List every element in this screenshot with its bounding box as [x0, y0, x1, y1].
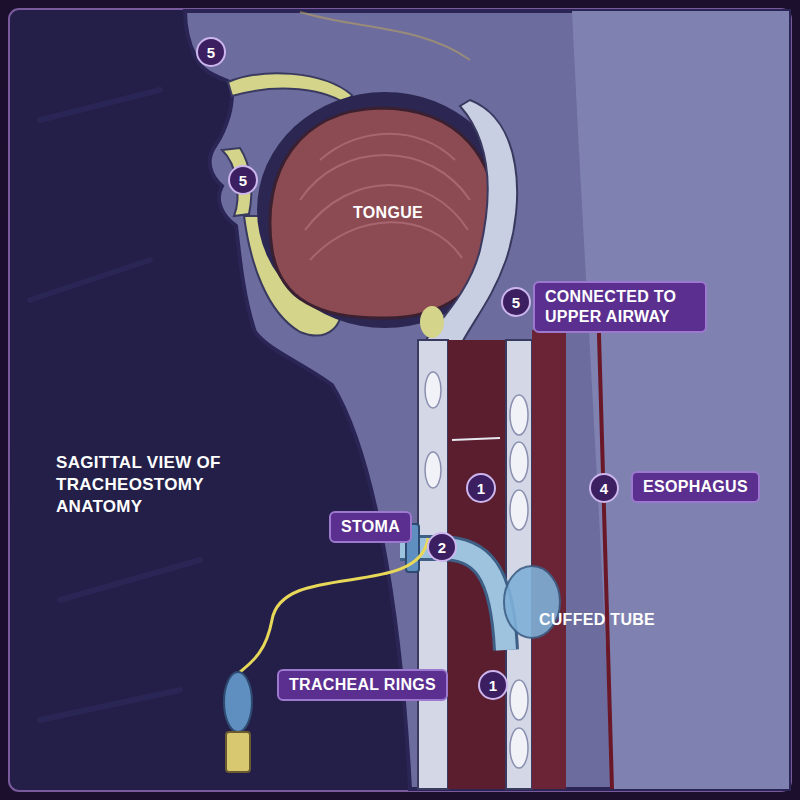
tracheal-ring	[510, 442, 528, 482]
tracheal-ring	[510, 395, 528, 435]
striation	[300, 155, 470, 200]
pilot-balloon	[224, 672, 252, 732]
posterior-neck	[572, 11, 789, 789]
label-box: TRACHEAL RINGS	[277, 669, 448, 701]
diagram-title: SAGITTAL VIEW OF TRACHEOSTOMY ANATOMY	[56, 452, 246, 518]
callout-number: 5	[207, 44, 215, 61]
pilot-line	[240, 538, 428, 672]
callout-number: 1	[489, 677, 497, 694]
label-box: ESOPHAGUS	[631, 471, 760, 503]
pilot-connector	[226, 732, 250, 772]
callout-badge: 5	[228, 165, 258, 195]
label-text: TRACHEAL RINGS	[289, 675, 436, 695]
callout-badge: 1	[478, 670, 508, 700]
callout-badge: 5	[501, 287, 531, 317]
epiglottis	[420, 306, 444, 338]
tracheal-ring	[510, 490, 528, 530]
brush-stroke	[40, 690, 180, 720]
brush-texture	[30, 90, 200, 720]
label-box: CONNECTED TO UPPER AIRWAY	[533, 281, 707, 333]
striation	[320, 134, 455, 160]
head-neck-silhouette	[185, 11, 789, 789]
part-label: CUFFED TUBE	[539, 611, 655, 629]
brush-stroke	[30, 260, 150, 300]
background-panel	[9, 9, 791, 791]
callout-number: 5	[239, 172, 247, 189]
tracheal-ring	[425, 452, 441, 488]
label-text: STOMA	[341, 517, 400, 537]
callout-number: 1	[477, 480, 485, 497]
hard-palate	[228, 73, 352, 104]
label-text: ESOPHAGUS	[643, 477, 748, 497]
label-text: CONNECTED TO UPPER AIRWAY	[545, 287, 695, 327]
callout-badge: 5	[196, 37, 226, 67]
callout-number: 5	[512, 294, 520, 311]
vocal-fold	[452, 438, 500, 440]
callout-badge: 4	[589, 473, 619, 503]
brush-stroke	[40, 90, 160, 120]
callout-number: 2	[438, 539, 446, 556]
esophagus-tube	[532, 330, 566, 789]
tracheal-back-wall	[506, 340, 532, 789]
nasal-outline	[300, 12, 470, 60]
esophagus-line	[598, 300, 612, 789]
tracheal-ring	[510, 728, 528, 768]
label-box: STOMA	[329, 511, 412, 543]
tracheal-ring	[510, 680, 528, 720]
tracheal-ring	[425, 372, 441, 408]
tracheal-front-wall	[418, 340, 448, 789]
tongue-striations	[300, 134, 470, 260]
striation	[310, 222, 462, 260]
brush-stroke	[60, 560, 200, 600]
callout-number: 4	[600, 480, 608, 497]
part-label: TONGUE	[353, 204, 423, 222]
tongue-shape	[270, 108, 496, 318]
callout-badge: 2	[427, 532, 457, 562]
callout-badge: 1	[466, 473, 496, 503]
